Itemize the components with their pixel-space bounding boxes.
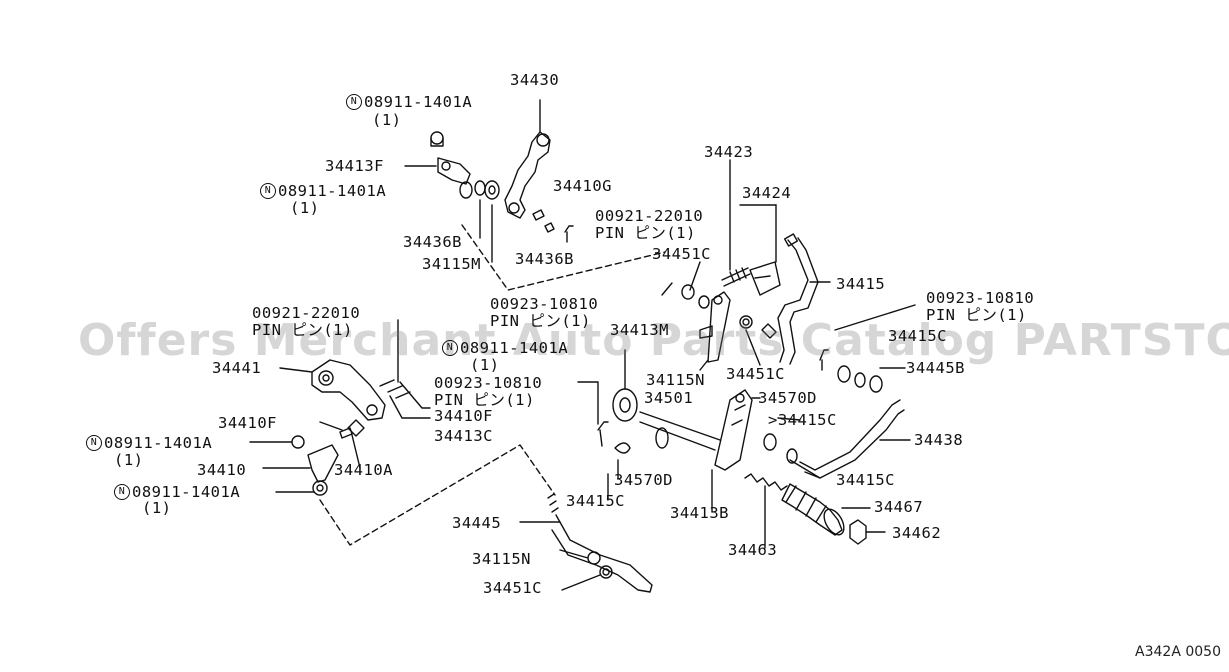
label-34463: 34463 [728,541,778,559]
part-number: 08911-1401A [132,483,241,501]
label-34430: 34430 [510,71,560,89]
leader-00923-right [834,304,916,331]
n-symbol-icon: N [442,340,458,356]
label-00921-top: 00921-22010 [595,207,704,225]
label-34467: 34467 [874,498,924,516]
n-symbol-icon: N [114,484,130,500]
washers-upper [459,180,574,243]
label-34451C-c: 34451C [483,579,542,597]
label-00923-b: 00923-10810 [434,374,543,392]
label-34415C-a: 34415C [888,327,947,345]
part-number: 08911-1401A [460,339,569,357]
label-34451C-a: 34451C [652,245,711,263]
label-34462: 34462 [892,524,942,542]
watermark: Offers Merchant Auto Parts Catalog PARTS… [78,315,1229,366]
dashed-link-lower [319,444,556,546]
part-34462-nut [849,519,886,545]
n-symbol-icon: N [86,435,102,451]
leader-34451C-b [745,329,761,366]
part-34410-lever [249,419,365,496]
label-34413M: 34413M [610,321,669,339]
label-pin-top: PIN ピン(1) [595,224,696,242]
leader-34451C-a [689,261,701,291]
label-pin-b: PIN ピン(1) [434,391,535,409]
part-34413M-lever [699,291,777,363]
label-34438: 34438 [914,431,964,449]
label-34570D-b: 34570D [614,471,673,489]
leader-34415C-b [777,417,801,421]
label-34501: 34501 [644,389,694,407]
part-34445-rod [519,473,653,593]
leader-00923-b [577,381,599,425]
part-34467-boot [781,483,871,536]
label-34445: 34445 [452,514,502,532]
label-34451C-b: 34451C [726,365,785,383]
n-symbol-icon: N [346,94,362,110]
part-number: 08911-1401A [104,434,213,452]
part-number: 08911-1401A [278,182,387,200]
qty-08911-b: (1) [290,199,320,217]
label-34415C-c: 34415C [836,471,895,489]
label-34410F-b: 34410F [218,414,277,432]
label-34445B: 34445B [906,359,965,377]
label-34423: 34423 [704,143,754,161]
leader-34115N-a [699,359,709,371]
label-34436B-b: 34436B [515,250,574,268]
qty-08911-e: (1) [142,499,172,517]
part-34423-rod [721,159,751,287]
part-34410F-clips [379,319,431,419]
qty-08911-c: (1) [470,356,500,374]
label-34413F: 34413F [325,157,384,175]
label-34415: 34415 [836,275,886,293]
label-34410: 34410 [197,461,247,479]
label-00923-a: 00923-10810 [490,295,599,313]
label-34415C-b: >34415C [768,411,837,429]
part-34463-spring [744,473,788,549]
part-34415-hose [777,233,831,365]
label-00921-left: 00921-22010 [252,304,361,322]
label-pin-right: PIN ピン(1) [926,306,1027,324]
label-34415C-d: 34415C [566,492,625,510]
part-number: 08911-1401A [364,93,473,111]
n-symbol-icon: N [260,183,276,199]
label-34441: 34441 [212,359,262,377]
label-34424: 34424 [742,184,792,202]
pins-center [661,282,883,393]
leader-34415C-c [789,459,821,479]
label-34410A: 34410A [334,461,393,479]
label-34413B: 34413B [670,504,729,522]
label-34410G: 34410G [553,177,612,195]
figure-code: A342A 0050 [1135,644,1221,660]
label-34115N-b: 34115N [472,550,531,568]
label-34570D-a: 34570D [758,389,817,407]
qty-08911-d: (1) [114,451,144,469]
label-34410F-a: 34410F [434,407,493,425]
dashed-link-upper [461,224,666,291]
label-34115N-a: 34115N [646,371,705,389]
label-34115M: 34115M [422,255,481,273]
part-34430-arm [504,99,551,219]
part-34413F-lever [430,131,471,185]
part-number: 34415C [777,411,837,429]
part-34424-bracket [739,204,781,296]
label-34436B-a: 34436B [403,233,462,251]
label-00923-right: 00923-10810 [926,289,1035,307]
label-34413C: 34413C [434,427,493,445]
part-34501-clevis [597,349,721,454]
label-pin-left: PIN ピン(1) [252,321,353,339]
part-34441-bellcrank [279,359,386,421]
part-34570D-bracket [714,389,761,471]
label-pin-a: PIN ピン(1) [490,312,591,330]
qty-08911-a: (1) [372,111,402,129]
